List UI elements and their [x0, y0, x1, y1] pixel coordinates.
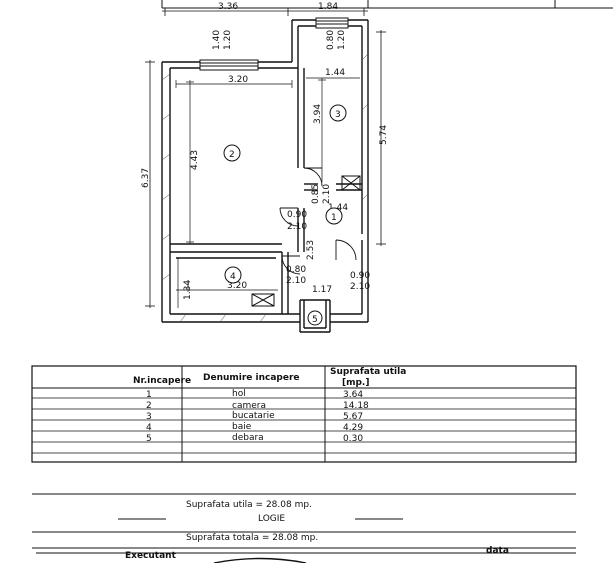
room-marker-4 [224, 266, 242, 284]
dim-room2-width: 3.20 [228, 75, 248, 85]
dim-top-left: 3.36 [218, 2, 238, 12]
table-row-4-nr: 4 [146, 423, 152, 433]
window-room2 [199, 59, 259, 71]
bottom-decoration [213, 557, 307, 564]
dim-room3-width: 1.44 [325, 68, 345, 78]
stove-symbol [341, 175, 361, 191]
interior-walls [170, 68, 362, 333]
table-row-5-name: debara [232, 433, 264, 443]
table-row-2-nr: 2 [146, 401, 152, 411]
table-row-1-name: hol [232, 389, 246, 399]
dim-room5-width: 1.17 [312, 285, 332, 295]
dimension-left [145, 60, 155, 308]
table-header-name: Denumire incapere [203, 373, 300, 383]
room-markers: 2 3 1 4 5 [223, 104, 347, 326]
dim-room3-win-bottom: 1.20 [337, 30, 347, 50]
overall-area-total: Suprafata totala = 28.08 mp. [186, 533, 318, 543]
table-row-4-area: 4.29 [343, 423, 363, 433]
table-header-area: Suprafata utila [330, 367, 406, 377]
room-number-3: 3 [335, 110, 341, 120]
dim-right-height: 5.74 [379, 125, 389, 145]
room-marker-1 [325, 207, 343, 225]
room-number-1: 1 [331, 213, 337, 223]
dim-door2-h: 2.10 [287, 222, 307, 232]
dim-door-hall-h: 2.10 [322, 184, 332, 204]
window-room3 [315, 17, 349, 29]
dim-room2-height: 4.43 [190, 150, 200, 170]
dimension-right [376, 30, 386, 246]
table-row-4-name: baie [232, 422, 252, 432]
dim-door5-w: 0.90 [350, 271, 370, 281]
useful-area-total: Suprafata utila = 28.08 mp. [186, 500, 312, 510]
room-number-5: 5 [312, 315, 318, 325]
area-table [31, 365, 577, 554]
table-row-5-nr: 5 [146, 434, 152, 444]
dim-top-right: 1.84 [318, 2, 338, 12]
table-row-1-nr: 1 [146, 390, 152, 400]
dimension-top [162, 8, 368, 16]
room-number-2: 2 [229, 150, 235, 160]
dim-door4-h: 2.10 [286, 276, 306, 286]
dim-door2-w: 0.90 [287, 210, 307, 220]
room-marker-2 [223, 144, 241, 162]
table-row-3-nr: 3 [146, 412, 152, 422]
room-marker-5 [307, 310, 323, 326]
room-marker-3 [329, 104, 347, 122]
wall-hatching [161, 53, 369, 323]
room-number-4: 4 [230, 272, 236, 282]
top-frame [161, 0, 613, 9]
table-row-2-area: 14.18 [343, 401, 369, 411]
dim-hall-height: 2.53 [306, 240, 316, 260]
dim-room4-width: 3.20 [227, 281, 247, 291]
date-label: data [486, 546, 509, 556]
table-header-area-unit: [mp.] [342, 378, 369, 388]
table-row-3-name: bucatarie [232, 411, 275, 421]
bathtub-symbol [251, 293, 275, 307]
door-swings [279, 167, 357, 275]
dim-door5-h: 2.10 [350, 282, 370, 292]
dim-room3-win-top: 0.80 [326, 30, 336, 50]
table-row-2-name: camera [232, 401, 266, 411]
table-row-5-area: 0.30 [343, 434, 363, 444]
room3-inner-dims [306, 77, 360, 182]
room2-inner-dims [175, 80, 293, 244]
outer-walls [161, 19, 369, 323]
loggia-label: LOGIE [258, 514, 285, 524]
dim-left-height: 6.37 [141, 168, 151, 188]
executant-label: Executant [125, 551, 177, 561]
room4-inner-dims [176, 258, 278, 308]
dim-room4-height: 1.34 [183, 280, 193, 300]
table-header-nr: Nr.incapere [133, 376, 191, 386]
dim-door-hall-w: 0.85 [311, 184, 321, 204]
table-row-3-area: 5.67 [343, 412, 363, 422]
dim-hall-width: 1.44 [328, 203, 348, 213]
dim-door4-w: 0.80 [286, 265, 306, 275]
dim-window-bottom: 1.20 [223, 30, 233, 50]
table-row-1-area: 3.64 [343, 390, 363, 400]
dim-window-top: 1.40 [212, 30, 222, 50]
dim-room3-height: 3.94 [313, 104, 323, 124]
